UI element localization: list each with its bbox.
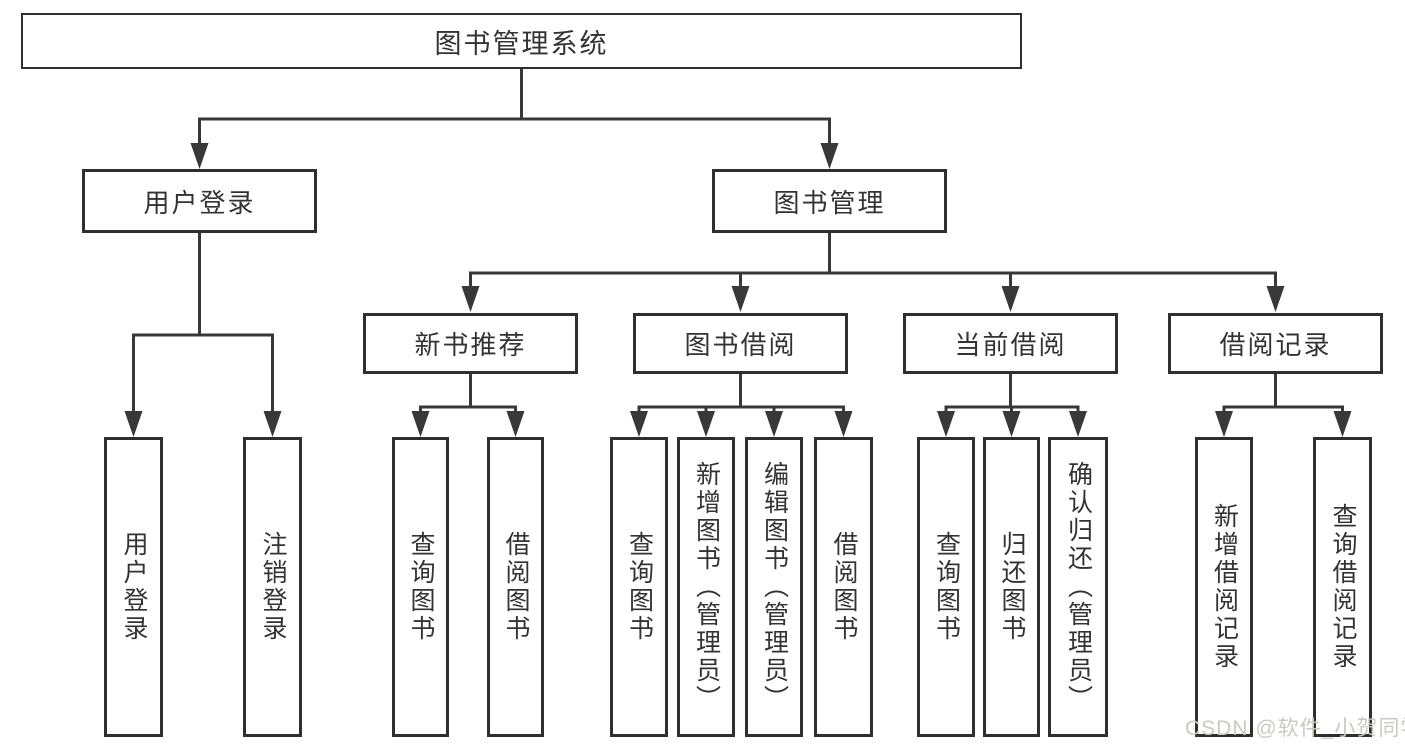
connector-recommend-trunk	[419, 374, 517, 409]
leaf-edit-books-admin: 编辑图书（管理员）	[745, 437, 803, 737]
connector-root-trunk	[198, 69, 831, 121]
leaf-query-borrow-record: 查询借阅记录	[1313, 437, 1372, 737]
node-new-book-recommend: 新书推荐	[363, 313, 578, 374]
leaf-user-login: 用户登录	[104, 437, 163, 737]
connector-borrow-trunk	[637, 374, 845, 409]
connector-records-trunk	[1222, 374, 1344, 409]
connector-mgmt-trunk	[469, 233, 1277, 275]
node-borrow-records: 借阅记录	[1168, 313, 1383, 374]
leaf-return-books: 归还图书	[983, 437, 1040, 737]
node-current-borrow: 当前借阅	[903, 313, 1118, 374]
connector-user-trunk	[132, 233, 274, 337]
node-root-library-system: 图书管理系统	[21, 13, 1022, 69]
leaf-current-query-books: 查询图书	[917, 437, 975, 737]
leaf-logout: 注销登录	[243, 437, 302, 737]
node-book-borrow: 图书借阅	[633, 313, 848, 374]
connector-current-trunk	[944, 374, 1080, 409]
leaf-borrow-query-books: 查询图书	[610, 437, 668, 737]
csdn-watermark: CSDN @软件_小贺同学	[1185, 717, 1405, 740]
leaf-recommend-borrow-books: 借阅图书	[487, 437, 544, 737]
leaf-add-borrow-record: 新增借阅记录	[1195, 437, 1253, 737]
leaf-add-books-admin: 新增图书（管理员）	[677, 437, 735, 737]
leaf-confirm-return-admin: 确认归还（管理员）	[1048, 437, 1108, 737]
leaf-borrow-books: 借阅图书	[814, 437, 873, 737]
leaf-recommend-query-books: 查询图书	[392, 437, 449, 737]
node-book-management: 图书管理	[712, 169, 947, 233]
node-user-login: 用户登录	[82, 169, 317, 233]
